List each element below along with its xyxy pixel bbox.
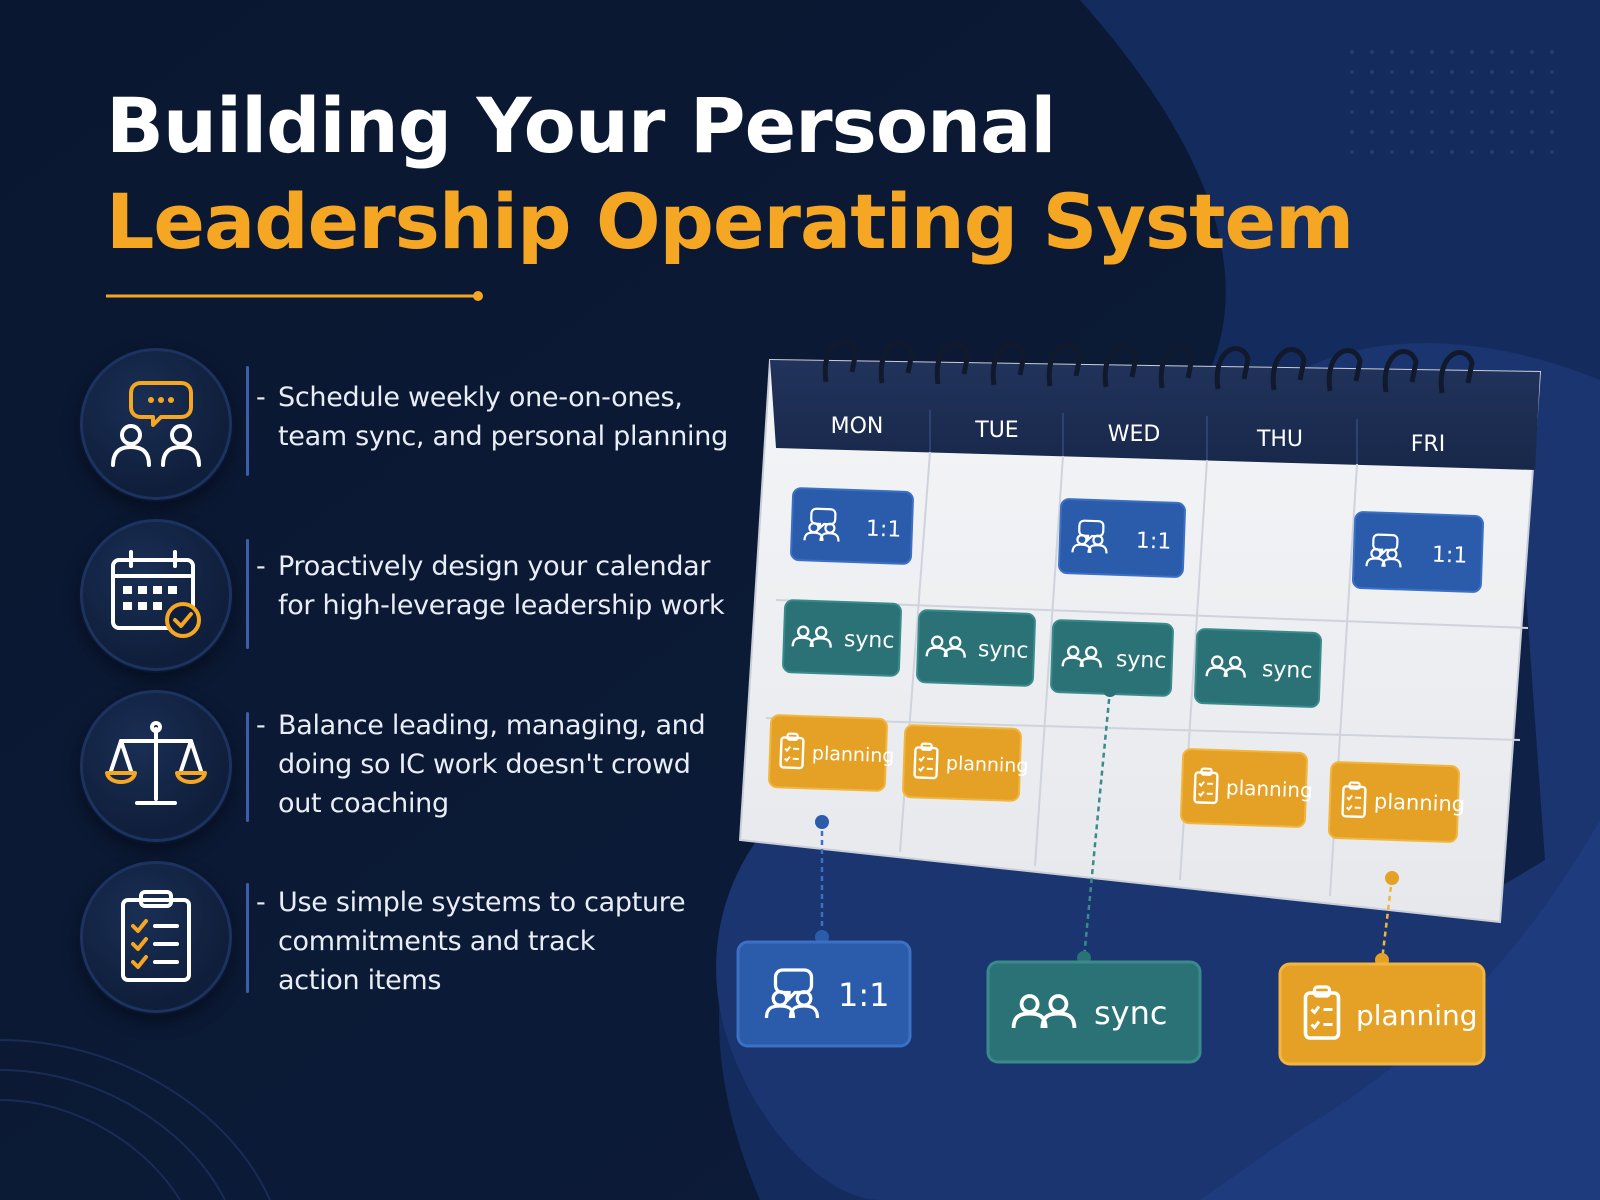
page-title-line2: Leadership Operating System <box>106 177 1354 266</box>
chip-planning: planning <box>768 714 895 792</box>
legend-planning: planning <box>1278 962 1486 1066</box>
day-label-mon: MON <box>831 414 884 439</box>
binder-rings <box>822 339 1475 394</box>
chip-sync: sync <box>1050 619 1174 697</box>
calendar-check-icon <box>111 550 201 638</box>
chip-one-on-one: 1:1 <box>790 487 914 565</box>
day-label-tue: TUE <box>974 418 1018 443</box>
day-label-wed: WED <box>1108 422 1161 447</box>
bullet-icon-circle <box>80 348 232 500</box>
bullet-text-line: doing so IC work doesn't crowd <box>278 749 691 780</box>
bullet-dash: - <box>256 710 266 741</box>
bullet-text-line: Schedule weekly one-on-ones, <box>278 382 683 413</box>
bullet-item: - Schedule weekly one-on-ones, team sync… <box>80 348 760 500</box>
bullet-dash: - <box>256 551 266 582</box>
chip-label: 1:1 <box>865 516 901 542</box>
bullet-text-line: commitments and track <box>278 926 596 957</box>
title-block: Building Your Personal Leadership Operat… <box>106 78 1354 270</box>
bullet-icon-circle <box>80 861 232 1013</box>
chip-label: planning <box>946 752 1029 777</box>
chip-label: sync <box>844 627 895 654</box>
legend-one-on-one: 1:1 <box>736 940 912 1048</box>
page-title-line1: Building Your Personal <box>106 81 1057 170</box>
title-underline <box>106 291 483 301</box>
chip-label: sync <box>1262 657 1313 684</box>
bullet-dash: - <box>256 887 266 918</box>
chip-one-on-one: 1:1 <box>1351 511 1485 593</box>
legend-label: 1:1 <box>838 976 890 1014</box>
bullet-item: - Proactively design your calendar for h… <box>80 519 760 671</box>
chip-sync: sync <box>1194 628 1322 708</box>
chip-sync: sync <box>782 599 902 677</box>
chip-planning: planning <box>1327 761 1466 843</box>
chip-planning: planning <box>902 724 1029 802</box>
bullet-text: - Use simple systems to capture commitme… <box>256 883 778 1000</box>
calendar-header-band <box>770 360 1540 470</box>
bullet-divider <box>246 539 249 649</box>
bullet-item: - Use simple systems to capture commitme… <box>80 861 760 1013</box>
legend-label: planning <box>1356 999 1478 1032</box>
chip-label: 1:1 <box>1135 528 1171 554</box>
bullet-divider <box>246 883 249 993</box>
people-chat-icon <box>111 381 201 467</box>
clipboard-checklist-icon <box>121 890 191 982</box>
chip-label: planning <box>1226 775 1314 802</box>
bullet-text-line: Use simple systems to capture <box>278 887 686 918</box>
bullet-text-line: out coaching <box>278 788 449 819</box>
bullet-text-line: team sync, and personal planning <box>278 421 728 452</box>
day-label-fri: FRI <box>1411 432 1445 457</box>
chip-sync: sync <box>916 609 1036 687</box>
chip-planning: planning <box>1180 748 1314 828</box>
chip-label: sync <box>978 637 1029 664</box>
legend-sync: sync <box>986 960 1202 1064</box>
chip-label: planning <box>812 742 895 767</box>
bullet-divider <box>246 712 249 822</box>
bullet-divider <box>246 366 249 476</box>
bullet-text-line: Proactively design your calendar <box>278 551 711 582</box>
day-label-thu: THU <box>1256 427 1303 452</box>
chip-label: 1:1 <box>1431 542 1467 568</box>
bullet-text: - Balance leading, managing, and doing s… <box>256 706 778 823</box>
bullet-text-line: action items <box>278 965 442 996</box>
bullet-icon-circle <box>80 690 232 842</box>
bullet-text: - Schedule weekly one-on-ones, team sync… <box>256 378 778 456</box>
chip-one-on-one: 1:1 <box>1058 498 1186 578</box>
bullet-dash: - <box>256 382 266 413</box>
bullet-item: - Balance leading, managing, and doing s… <box>80 690 760 842</box>
bullet-text-line: for high-leverage leadership work <box>278 590 725 621</box>
bullet-text: - Proactively design your calendar for h… <box>256 547 778 625</box>
balance-scale-icon <box>105 721 207 805</box>
bullet-icon-circle <box>80 519 232 671</box>
chip-label: sync <box>1116 647 1167 674</box>
bullet-text-line: Balance leading, managing, and <box>278 710 706 741</box>
chip-label: planning <box>1374 789 1466 816</box>
legend-label: sync <box>1094 994 1167 1032</box>
